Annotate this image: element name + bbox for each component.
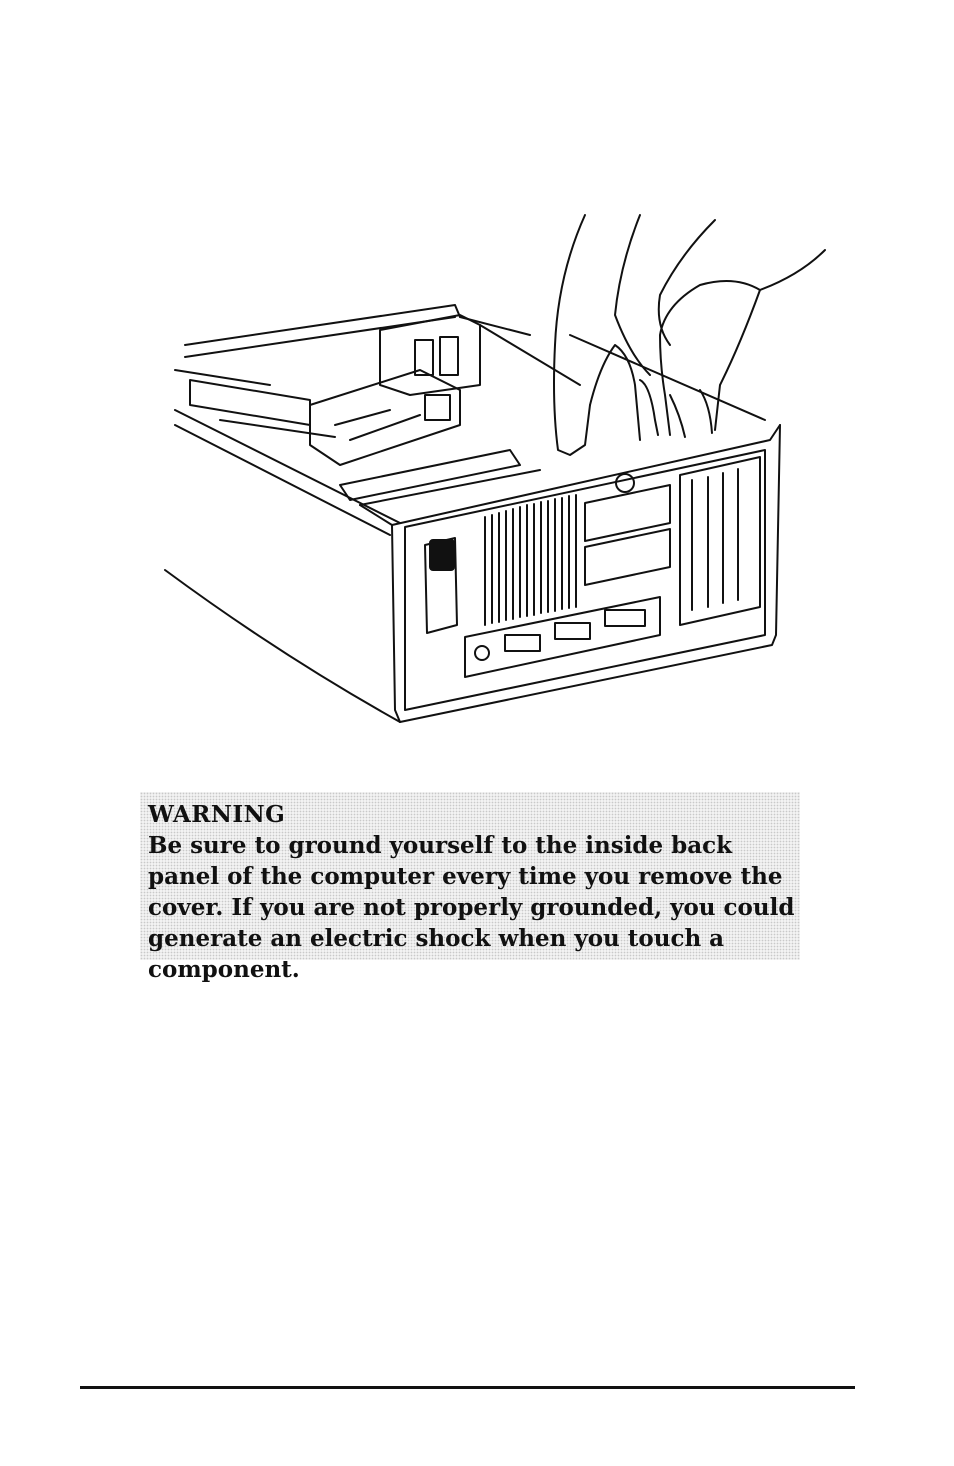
- drive-bay: [189, 379, 311, 426]
- slot-covers: [584, 484, 671, 542]
- computer-grounding-illustration: [160, 205, 840, 745]
- vent-slats: [484, 494, 577, 626]
- case-outline: [359, 504, 401, 723]
- back-panel: [404, 449, 766, 711]
- expansion-slots: [679, 456, 761, 626]
- power-supply-block: [379, 314, 481, 396]
- footer-rule: [80, 1386, 855, 1389]
- illustration-svg: [164, 214, 826, 723]
- warning-title: WARNING: [148, 801, 286, 828]
- chassis-top-edge: [184, 304, 461, 346]
- floor-line: [164, 569, 401, 723]
- warning-body: Be sure to ground yourself to the inside…: [148, 832, 795, 983]
- warning-screen-box: [140, 792, 800, 960]
- thumbscrew: [615, 473, 635, 493]
- connector-strip: [464, 596, 661, 678]
- hands-drawing: [553, 214, 826, 456]
